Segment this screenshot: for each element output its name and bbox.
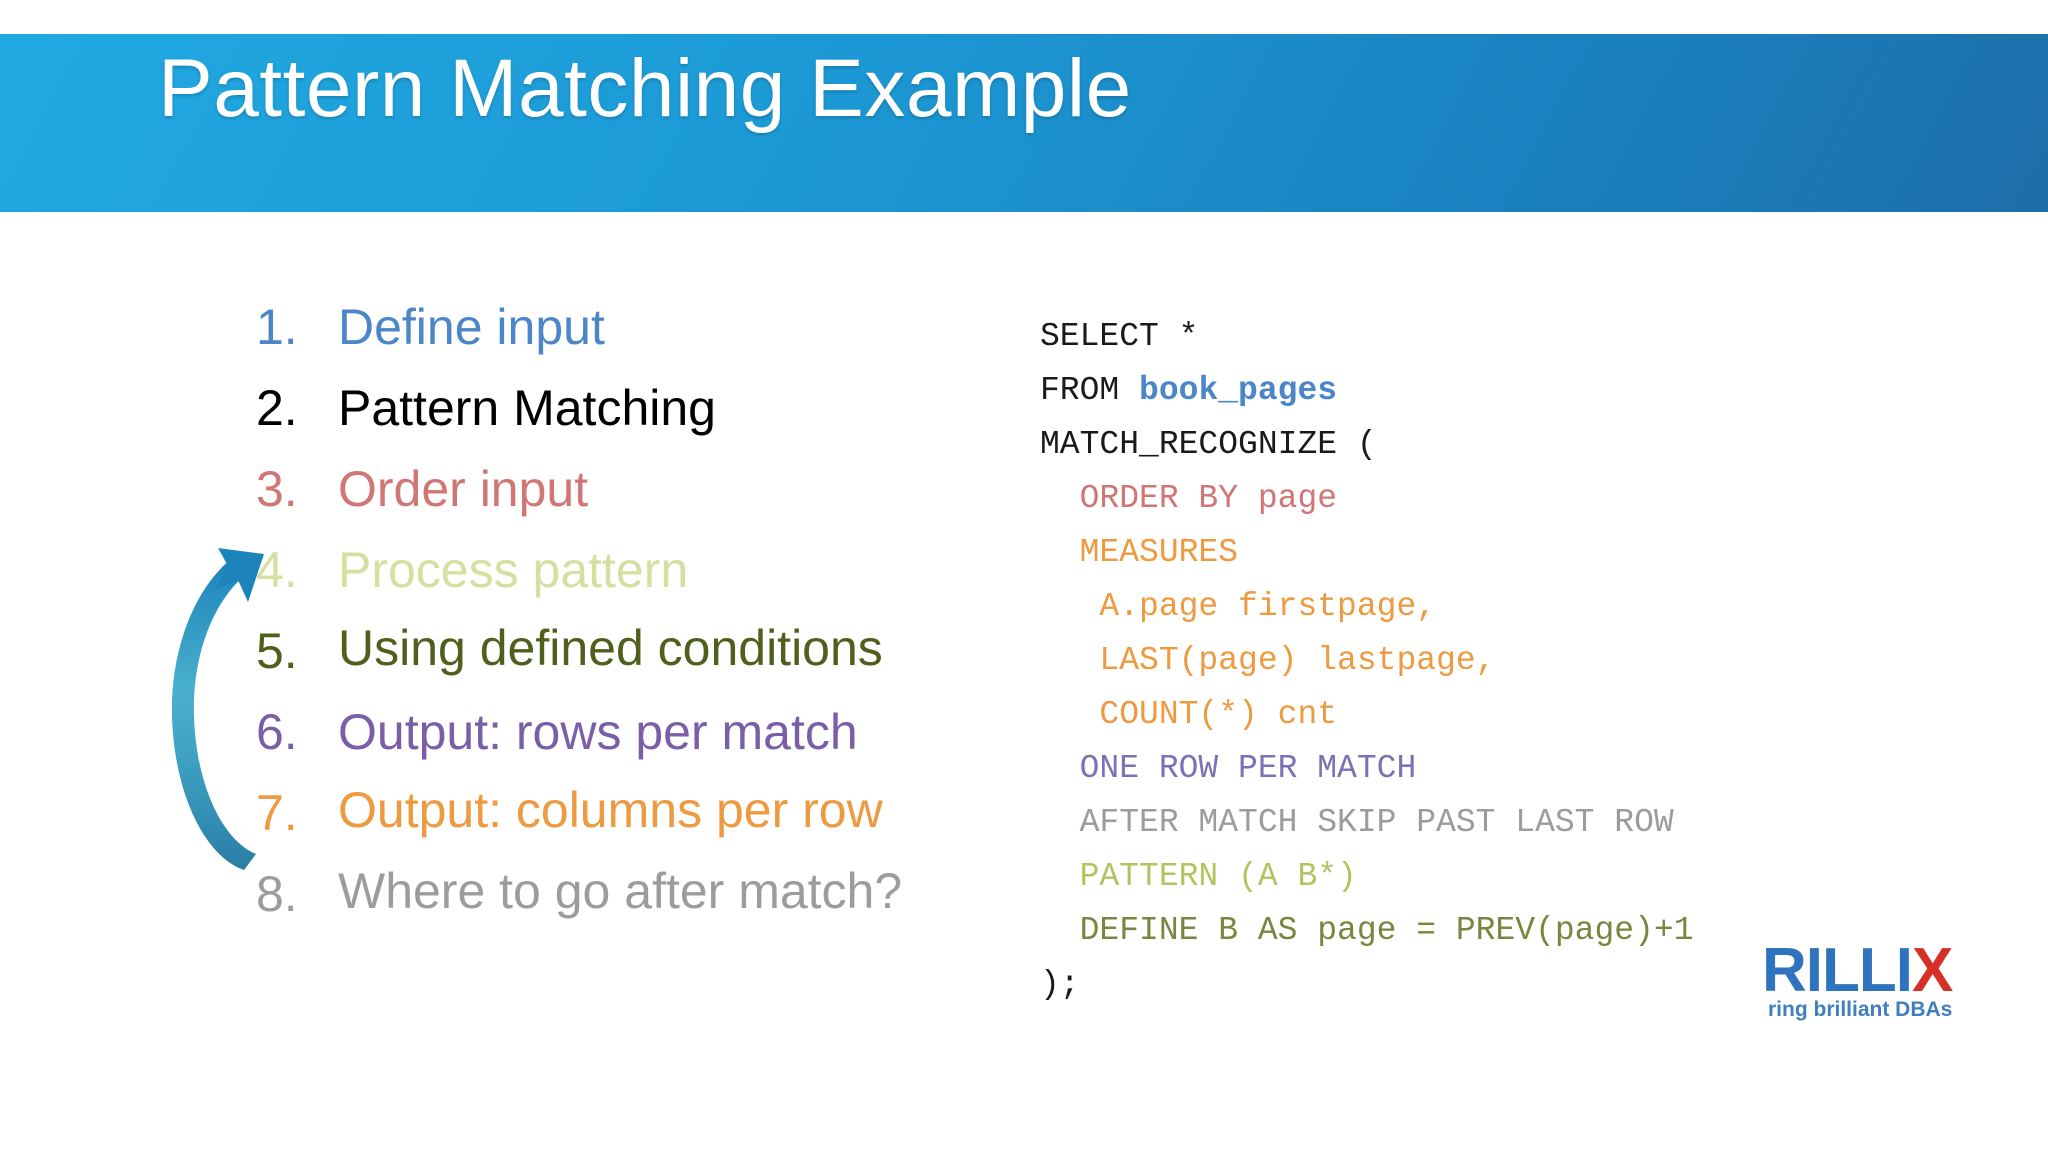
code-line-9: ONE ROW PER MATCH	[1040, 742, 1960, 796]
agenda-item-number: 6.	[256, 704, 298, 760]
code-token: MEASURES	[1040, 534, 1239, 571]
agenda-item-number: 5.	[256, 623, 298, 679]
agenda-item-number: 1.	[256, 299, 298, 355]
code-token: AFTER MATCH SKIP PAST LAST ROW	[1040, 804, 1674, 841]
code-token: LAST(page) lastpage,	[1040, 642, 1496, 679]
code-line-13: );	[1040, 958, 1960, 1012]
code-token: );	[1040, 966, 1080, 1003]
code-line-3: MATCH_RECOGNIZE (	[1040, 418, 1960, 472]
code-token: DEFINE B AS page = PREV(page)+1	[1040, 912, 1694, 949]
code-token: SELECT *	[1040, 318, 1199, 355]
agenda-item-label: Order input	[338, 461, 589, 517]
code-line-11: PATTERN (A B*)	[1040, 850, 1960, 904]
agenda-item-label: Process pattern	[338, 542, 689, 598]
code-line-4: ORDER BY page	[1040, 472, 1960, 526]
agenda-item-label: Using defined conditions	[338, 620, 883, 676]
code-line-5: MEASURES	[1040, 526, 1960, 580]
brillix-logo: RILLIX ring brilliant DBAs	[1762, 940, 2034, 1032]
code-line-6: A.page firstpage,	[1040, 580, 1960, 634]
logo-word-suffix: X	[1911, 936, 1953, 1005]
code-line-12: DEFINE B AS page = PREV(page)+1	[1040, 904, 1960, 958]
code-token-identifier: book_pages	[1139, 372, 1338, 409]
agenda-item-2[interactable]: 2. Pattern Matching	[256, 369, 986, 447]
agenda-item-7[interactable]: 7. Output: columns per row	[256, 774, 986, 852]
code-line-7: LAST(page) lastpage,	[1040, 634, 1960, 688]
agenda-item-1[interactable]: 1. Define input	[256, 288, 986, 366]
page-title: Pattern Matching Example	[158, 43, 1132, 134]
agenda-item-label: Define input	[338, 299, 605, 355]
agenda-item-label: Pattern Matching	[338, 380, 716, 436]
code-line-1: SELECT *	[1040, 310, 1960, 364]
code-line-2: FROM book_pages	[1040, 364, 1960, 418]
agenda-item-5[interactable]: 5. Using defined conditions	[256, 612, 986, 690]
agenda-item-4[interactable]: 4. Process pattern	[256, 531, 986, 609]
agenda-item-label: Output: rows per match	[338, 704, 858, 760]
code-token: PATTERN (A B*)	[1040, 858, 1357, 895]
agenda-item-number: 4.	[256, 542, 298, 598]
agenda-item-number: 7.	[256, 785, 298, 841]
logo-tagline: ring brilliant DBAs	[1768, 998, 1953, 1021]
agenda-item-number: 2.	[256, 380, 298, 436]
code-token: MATCH_RECOGNIZE (	[1040, 426, 1377, 463]
code-token: COUNT(*) cnt	[1040, 696, 1338, 733]
code-token: ONE ROW PER MATCH	[1040, 750, 1417, 787]
agenda-item-label: Where to go after match?	[338, 863, 903, 919]
code-token: ORDER BY page	[1040, 480, 1338, 517]
code-line-10: AFTER MATCH SKIP PAST LAST ROW	[1040, 796, 1960, 850]
agenda-item-number: 8.	[256, 866, 298, 922]
agenda-list: 1. Define input 2. Pattern Matching 3. Order …	[256, 288, 986, 936]
agenda-item-3[interactable]: 3. Order input	[256, 450, 986, 528]
agenda-item-8[interactable]: 8. Where to go after match?	[256, 855, 986, 933]
logo-word-prefix: RILLI	[1762, 936, 1913, 1005]
code-token: FROM	[1040, 372, 1140, 409]
cycle-arrow-icon	[152, 540, 282, 880]
code-line-8: COUNT(*) cnt	[1040, 688, 1960, 742]
agenda-item-number: 3.	[256, 461, 298, 517]
logo-wordmark: RILLIX	[1762, 940, 1953, 1002]
agenda-item-label: Output: columns per row	[338, 782, 883, 838]
title-banner	[0, 34, 2048, 212]
code-token: A.page firstpage,	[1040, 588, 1437, 625]
agenda-item-6[interactable]: 6. Output: rows per match	[256, 693, 986, 771]
